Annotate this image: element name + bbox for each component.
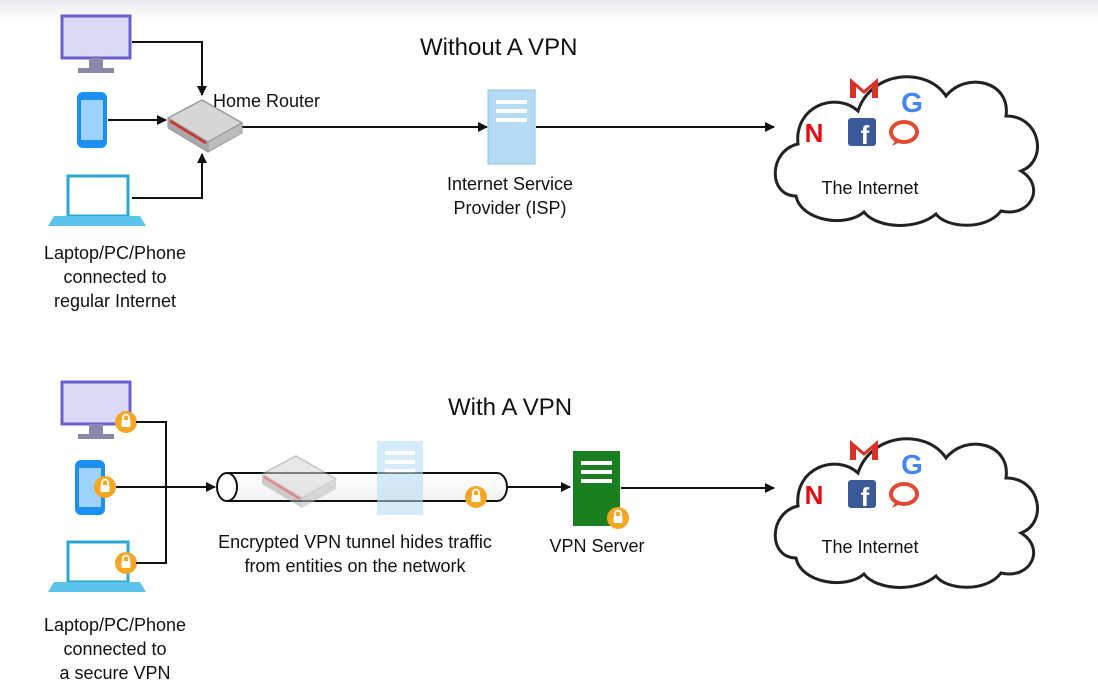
isp-label-line-1: Internet Service xyxy=(446,174,574,194)
svg-text:f: f xyxy=(861,482,870,512)
netflix-icon: N xyxy=(805,118,824,148)
devices-label-bottom-line-3: a secure VPN xyxy=(59,663,171,683)
devices-label-bottom: Laptop/PC/Phone connected to a secure VP… xyxy=(20,613,210,685)
internet-cloud-bottom: G N f xyxy=(773,437,1039,589)
devices-label-top-line-2: connected to xyxy=(63,267,167,287)
facebook-icon: f xyxy=(848,480,876,512)
gmail-icon xyxy=(850,440,878,460)
lock-icon xyxy=(114,410,138,434)
internet-label-bottom: The Internet xyxy=(821,537,919,557)
diagram-title-without-vpn: Without A VPN xyxy=(420,34,578,61)
devices-label-bottom-line-2: connected to xyxy=(63,639,167,659)
lock-icon xyxy=(93,475,117,499)
devices-label-top-line-3: regular Internet xyxy=(53,291,177,311)
devices-label-bottom-line-1: Laptop/PC/Phone xyxy=(43,615,187,635)
phone-icon xyxy=(77,92,107,148)
devices-label-top-line-1: Laptop/PC/Phone xyxy=(43,243,187,263)
isp-label-line-2: Provider (ISP) xyxy=(453,198,567,218)
device-connectors-bottom xyxy=(116,421,216,564)
top-fade-strip xyxy=(0,0,1098,22)
devices-label-top: Laptop/PC/Phone connected to regular Int… xyxy=(20,241,210,313)
device-connectors-top xyxy=(108,41,775,199)
tunnel-label-line-1: Encrypted VPN tunnel hides traffic xyxy=(218,532,492,552)
isp-label: Internet Service Provider (ISP) xyxy=(410,172,610,220)
internet-label-top: The Internet xyxy=(821,178,919,198)
laptop-icon xyxy=(48,540,146,592)
svg-text:f: f xyxy=(861,120,870,150)
lock-icon xyxy=(464,485,488,509)
internet-cloud-top: G N f xyxy=(773,75,1039,227)
vpn-server-label: VPN Server xyxy=(549,536,645,556)
lock-icon xyxy=(606,506,630,530)
diagram-title-with-vpn: With A VPN xyxy=(448,394,573,421)
isp-server-icon xyxy=(377,441,423,515)
laptop-icon xyxy=(48,174,146,226)
isp-server-icon xyxy=(487,89,536,165)
tunnel-label: Encrypted VPN tunnel hides traffic from … xyxy=(190,530,520,578)
gmail-icon xyxy=(850,78,878,98)
router-label: Home Router xyxy=(213,91,321,111)
router-icon xyxy=(260,455,338,508)
vpn-tunnel xyxy=(216,441,508,515)
tunnel-label-line-2: from entities on the network xyxy=(244,556,466,576)
messenger-icon xyxy=(889,120,919,146)
netflix-icon: N xyxy=(805,480,824,510)
google-icon: G xyxy=(901,449,923,480)
lock-icon xyxy=(114,551,138,575)
router-icon xyxy=(166,99,244,153)
google-icon: G xyxy=(901,87,923,118)
messenger-icon xyxy=(889,482,919,508)
phone-icon xyxy=(75,460,105,515)
monitor-icon xyxy=(60,14,132,73)
facebook-icon: f xyxy=(848,118,876,150)
